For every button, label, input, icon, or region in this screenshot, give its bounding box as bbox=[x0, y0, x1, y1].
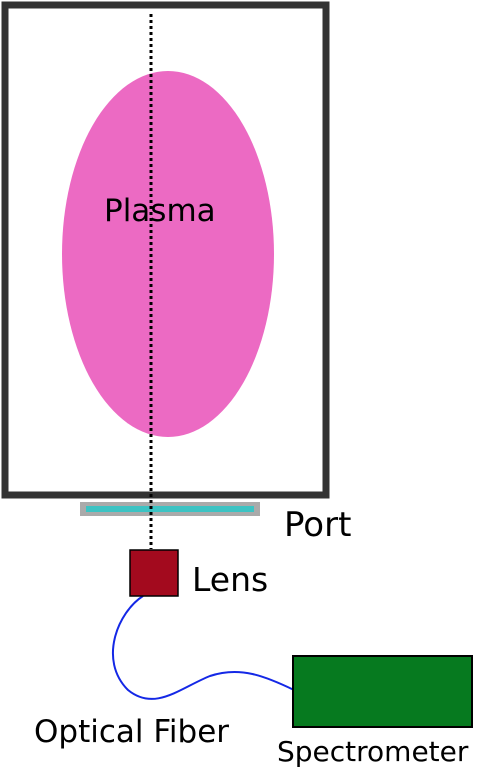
optical-fiber-label: Optical Fiber bbox=[34, 714, 229, 750]
port-window bbox=[86, 506, 254, 512]
lens-label: Lens bbox=[192, 560, 268, 599]
optical-fiber-cable bbox=[112, 595, 295, 700]
spectrometer-box bbox=[292, 655, 473, 728]
plasma-label: Plasma bbox=[104, 193, 216, 229]
plasma-ellipse bbox=[62, 71, 274, 437]
spectrometer-label: Spectrometer bbox=[277, 735, 469, 768]
lens-block bbox=[129, 549, 179, 597]
chamber-outline bbox=[1, 1, 330, 499]
port-label: Port bbox=[284, 505, 351, 545]
